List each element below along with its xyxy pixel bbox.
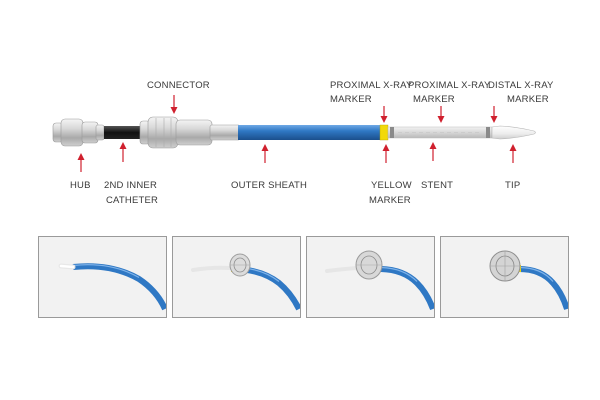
label-yellow-marker-line2: MARKER xyxy=(369,195,411,206)
deployment-panel-1 xyxy=(38,236,167,318)
label-proximal-xray-1-line1: PROXIMAL X-RAY xyxy=(330,80,413,91)
label-inner-catheter-line2: CATHETER xyxy=(106,195,158,206)
hub-part xyxy=(52,118,105,147)
label-proximal-xray-2-line1: PROXIMAL X-RAY xyxy=(408,80,491,91)
label-inner-catheter-line1: 2ND INNER xyxy=(104,180,157,191)
label-distal-xray-line2: MARKER xyxy=(507,94,549,105)
label-connector: CONNECTOR xyxy=(147,80,210,91)
label-tip: TIP xyxy=(505,180,520,191)
stent-part xyxy=(387,126,493,139)
outer-sheath-part xyxy=(238,125,380,140)
label-proximal-xray-2-line2: MARKER xyxy=(413,94,455,105)
deployment-panel-4 xyxy=(440,236,569,318)
device-diagram: CONNECTOR PROXIMAL X-RAY MARKER PROXIMAL… xyxy=(52,80,554,206)
label-distal-xray-line1: DISTAL X-RAY xyxy=(488,80,554,91)
callout-arrows xyxy=(77,95,517,172)
label-proximal-xray-1-line2: MARKER xyxy=(330,94,372,105)
deployment-panel-3 xyxy=(306,236,435,318)
callout-labels: CONNECTOR PROXIMAL X-RAY MARKER PROXIMAL… xyxy=(70,80,554,206)
label-yellow-marker-line1: YELLOW xyxy=(371,180,412,191)
label-hub: HUB xyxy=(70,180,91,191)
connector-part xyxy=(139,116,241,149)
label-stent: STENT xyxy=(421,180,453,191)
label-outer-sheath: OUTER SHEATH xyxy=(231,180,307,191)
yellow-marker-part xyxy=(379,124,389,141)
delivery-device xyxy=(52,116,536,149)
deployment-sequence xyxy=(38,236,569,318)
tip-part xyxy=(491,125,536,140)
inner-catheter-part xyxy=(104,126,142,139)
deployment-panel-2 xyxy=(172,236,301,318)
